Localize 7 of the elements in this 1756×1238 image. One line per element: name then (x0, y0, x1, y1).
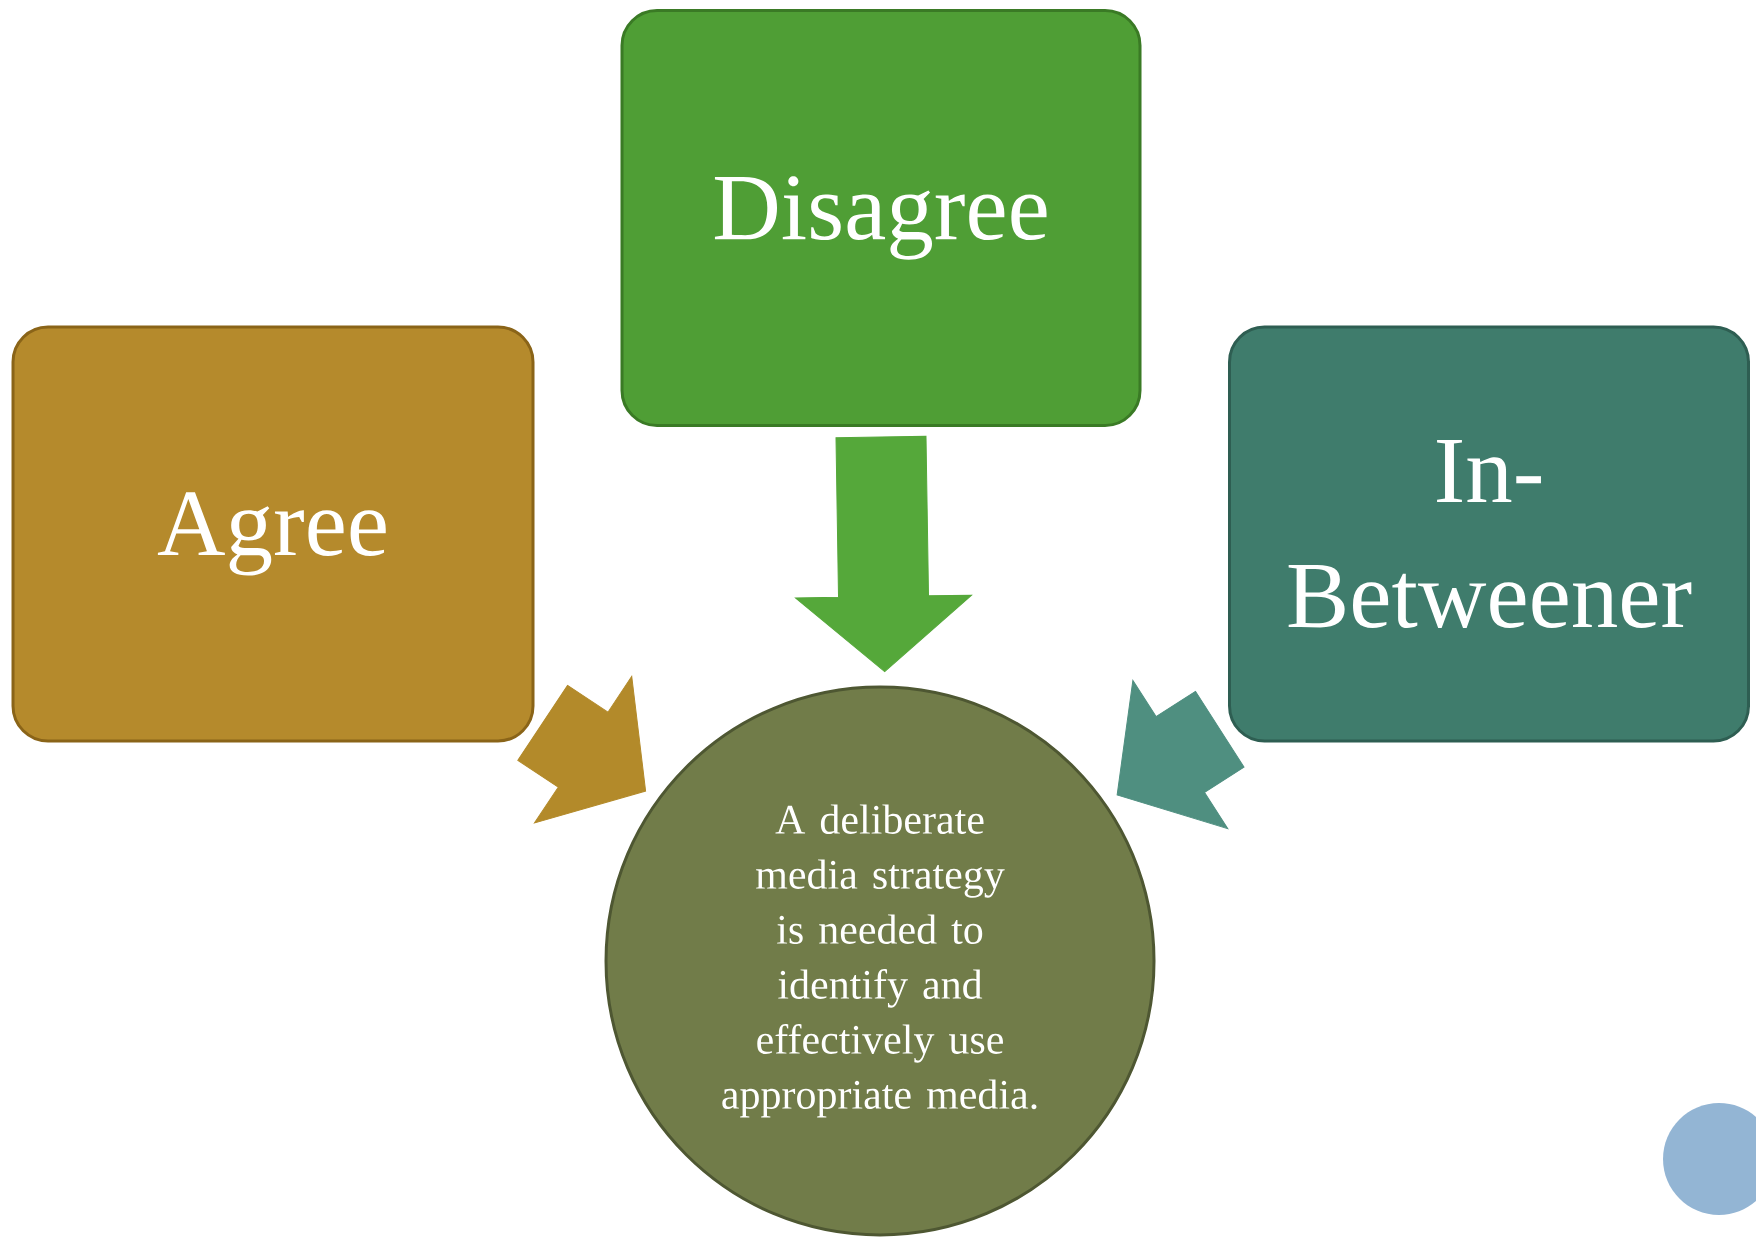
block-arrow (517, 675, 647, 824)
block-arrow (1116, 679, 1245, 830)
rounded-box: In-Betweener (1228, 325, 1750, 743)
rounded-box: Agree (11, 325, 535, 743)
rounded-box: Disagree (620, 9, 1142, 427)
circle-node: A deliberate media strategy is needed to identify and effectively use appropriate media. (604, 685, 1156, 1237)
block-arrow (795, 435, 972, 673)
